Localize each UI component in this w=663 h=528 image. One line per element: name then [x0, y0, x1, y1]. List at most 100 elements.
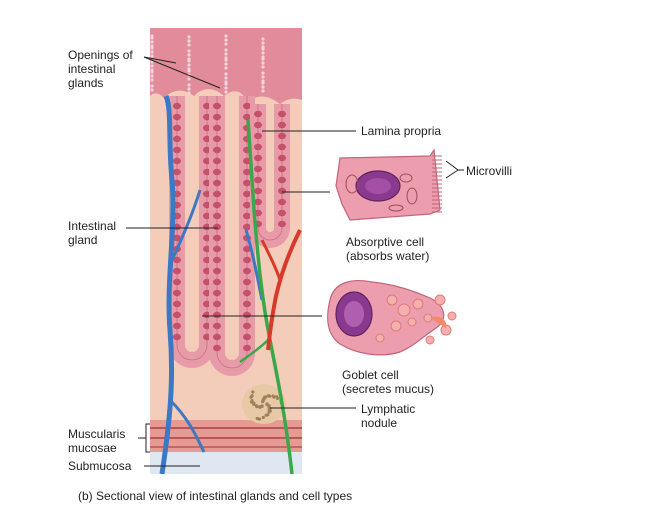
surface-dot — [187, 83, 191, 87]
gland-nucleus — [243, 256, 251, 264]
gland-nucleus — [173, 179, 181, 187]
gland-nucleus — [213, 146, 221, 154]
gland-nucleus — [173, 333, 181, 341]
surface-dot — [150, 64, 154, 68]
surface-dot — [187, 87, 191, 91]
gland-nucleus — [254, 154, 262, 162]
surface-dot — [224, 86, 228, 90]
surface-dot — [224, 52, 228, 56]
gland-nucleus — [213, 278, 221, 286]
surface-dot — [187, 69, 191, 73]
gland-nucleus — [278, 198, 286, 206]
gland-nucleus — [243, 223, 251, 231]
mucus-droplets — [375, 294, 457, 345]
surface-dot — [150, 54, 154, 58]
gland-nucleus — [254, 198, 262, 206]
gland-nucleus — [243, 102, 251, 110]
gland-nucleus — [243, 267, 251, 275]
leader-lines — [126, 56, 464, 467]
gland-nucleus — [254, 187, 262, 195]
gland-nucleus — [213, 245, 221, 253]
gland-nucleus — [278, 209, 286, 217]
surface-dot — [261, 47, 265, 51]
mucus-stream — [430, 316, 447, 328]
mucus-droplet — [390, 320, 402, 332]
gland-nucleus — [243, 212, 251, 220]
gland-nucleus — [173, 168, 181, 176]
gland-nucleus — [213, 344, 221, 352]
gland-nucleus — [213, 300, 221, 308]
label-intestinal-gland: Intestinal gland — [68, 219, 117, 247]
mucus-droplet — [375, 333, 385, 343]
blue-branch — [244, 229, 264, 301]
gland-nucleus — [254, 110, 262, 118]
gland-nucleus — [243, 344, 251, 352]
label-lamina-propria: Lamina propria — [361, 124, 442, 138]
gland-nucleus — [243, 333, 251, 341]
surface-dot — [224, 58, 228, 62]
label-absorptive-cell: Absorptive cell (absorbs water) — [346, 235, 430, 263]
surface-dot — [224, 90, 228, 94]
surface-dot — [150, 50, 154, 54]
gland-nucleus — [173, 311, 181, 319]
surface-dot — [261, 71, 265, 75]
gland-nucleus — [278, 154, 286, 162]
nodule-cell — [250, 398, 254, 403]
gland-nucleus — [213, 333, 221, 341]
gland-nucleus — [213, 267, 221, 275]
surface-dot — [187, 49, 191, 53]
surface-dot — [261, 51, 265, 55]
label-lymphatic-nodule: Lymphatic nodule — [361, 402, 416, 430]
gland-nucleus — [254, 121, 262, 129]
gland-nucleus — [243, 300, 251, 308]
surface-dot — [261, 61, 265, 65]
surface-dots — [150, 34, 265, 95]
nodule-cell — [251, 390, 255, 394]
submucosa-layer — [150, 452, 302, 474]
nodule-cell — [264, 413, 268, 417]
gland-lumen — [176, 96, 208, 361]
nodule-cell — [261, 415, 265, 420]
gland-nucleus — [213, 212, 221, 220]
gland-nucleus — [243, 245, 251, 253]
gland-nucleus — [243, 289, 251, 297]
surface-dot — [261, 85, 265, 89]
mucus-droplet — [434, 294, 446, 306]
gland-nucleus — [213, 322, 221, 330]
label-openings-of-glands: Openings of intestinal glands — [68, 48, 133, 90]
gland-nucleus — [243, 179, 251, 187]
gland-nucleus — [213, 201, 221, 209]
surface-dot — [187, 39, 191, 43]
gland-nucleus — [243, 278, 251, 286]
figure-caption: (b) Sectional view of intestinal glands … — [78, 489, 353, 503]
gland-nucleus — [254, 143, 262, 151]
nodule-cell — [262, 397, 266, 401]
surface-dot — [224, 48, 228, 52]
mucus-droplet — [386, 294, 398, 306]
nodule-cell — [260, 404, 264, 408]
gland-nucleus — [173, 267, 181, 275]
nodule-cell — [267, 410, 271, 414]
goblet-cell-figure — [327, 279, 457, 356]
surface-dot — [187, 43, 191, 47]
label-submucosa: Submucosa — [68, 459, 132, 473]
gland-nucleus — [278, 143, 286, 151]
surface-dot — [187, 63, 191, 67]
gland-nucleus — [278, 220, 286, 228]
mucus-droplet — [447, 311, 457, 321]
nodule-cell — [252, 401, 256, 405]
tissue-column — [150, 28, 302, 474]
nodule-cell — [250, 394, 254, 398]
surface-dot — [150, 84, 154, 88]
surface-dot — [150, 70, 154, 74]
gland-nucleus — [213, 289, 221, 297]
gland-nucleus — [243, 168, 251, 176]
surface-dot — [150, 60, 154, 64]
mucus-droplet — [425, 335, 435, 345]
gland-nucleus — [243, 311, 251, 319]
surface-dot — [187, 77, 191, 81]
surface-dot — [261, 57, 265, 61]
gland-nucleus — [243, 113, 251, 121]
microvilli-fringe — [432, 155, 442, 213]
surface-dot — [150, 40, 154, 44]
